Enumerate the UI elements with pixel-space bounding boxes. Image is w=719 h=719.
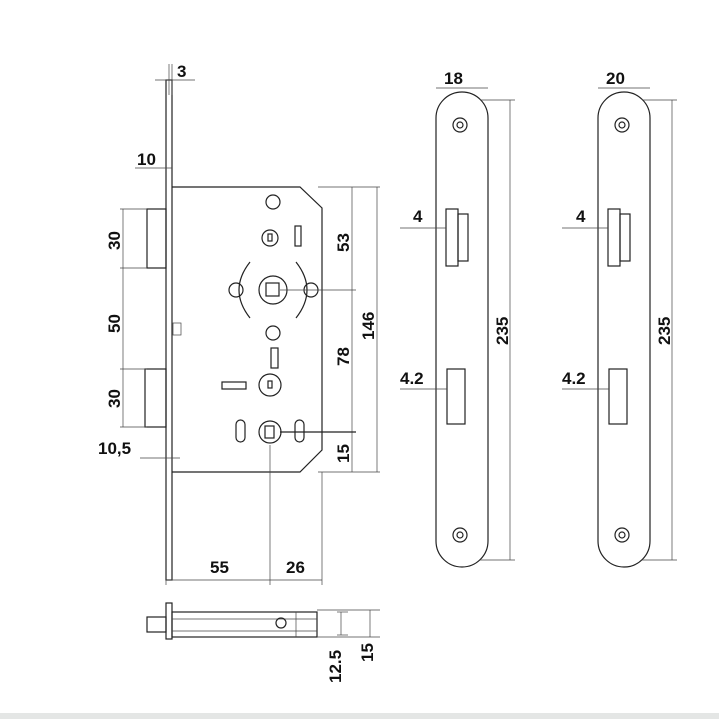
- dim-body-height: 146: [359, 312, 378, 340]
- spindle-square-icon: [265, 282, 280, 297]
- dim-plate1-height: 235: [493, 317, 512, 345]
- strike-plate-1: 18 4 235 4.2: [400, 69, 515, 568]
- bottom-strip: [0, 713, 719, 719]
- dim-spindle-to-cylinder: 78: [334, 347, 353, 366]
- dim-plate1-bolt-offset: 4.2: [400, 369, 424, 388]
- dim-plate1-width: 18: [444, 69, 463, 88]
- faceplate: [165, 79, 173, 581]
- dim-cylinder-to-bottom: 15: [334, 444, 353, 463]
- cylinder-hole: [258, 420, 282, 444]
- deadbolt: [144, 368, 167, 428]
- dim-latch-height: 30: [105, 231, 124, 250]
- dim-cylinder-offset: 26: [286, 558, 305, 577]
- dim-faceplate-thickness: 3: [177, 62, 186, 81]
- dim-inner-thickness: 12.5: [326, 650, 345, 683]
- dim-latch-to-bolt: 50: [105, 314, 124, 333]
- dim-outer-thickness: 15: [358, 643, 377, 662]
- dim-faceplate-offset: 10: [137, 150, 156, 169]
- dim-bottom-offset: 10,5: [98, 439, 131, 458]
- dim-backset: 55: [210, 558, 229, 577]
- dim-plate2-width: 20: [606, 69, 625, 88]
- dim-bolt-height: 30: [105, 389, 124, 408]
- dim-plate2-height: 235: [655, 317, 674, 345]
- hole: [265, 194, 281, 210]
- lock-bottom-view: 12.5 15: [146, 602, 380, 683]
- screw-hole: [261, 229, 279, 247]
- dim-plate2-latch-offset: 4: [576, 207, 586, 226]
- latch: [146, 208, 167, 269]
- dim-plate2-bolt-offset: 4.2: [562, 369, 586, 388]
- dim-top-to-spindle: 53: [334, 233, 353, 252]
- lock-body: [172, 186, 323, 473]
- arc-slot-left: [238, 261, 251, 319]
- strike-plate-2: 20 4 235 4.2: [562, 69, 677, 568]
- dim-plate1-latch-offset: 4: [413, 207, 423, 226]
- lock-front-view: 3 10 30 50 30 10,5 55 26 53 146 78 15: [98, 62, 380, 585]
